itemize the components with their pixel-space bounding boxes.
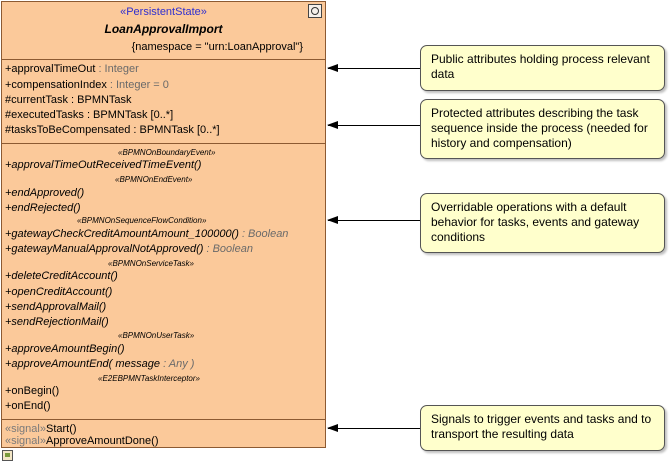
connector-arrow-operations	[327, 216, 420, 224]
operation-end-approved[interactable]: +endApproved()	[5, 187, 85, 199]
diagram-frame-icon	[2, 450, 13, 461]
operation-delete-credit-account[interactable]: +deleteCreditAccount()	[5, 270, 118, 282]
operation-approve-amount-end[interactable]: +approveAmountEnd( message : Any )	[5, 358, 194, 371]
connector-arrow-protected-attributes	[327, 121, 420, 129]
signal-name: ApproveAmountDone()	[45, 435, 159, 447]
attribute-name: #tasksToBeCompensated	[5, 124, 131, 136]
class-box-loan-approval-import[interactable]: «PersistentState» LoanApprovalImport {na…	[1, 1, 326, 448]
signal-row-start[interactable]: «signal»Start()	[5, 423, 77, 436]
class-element-icon	[308, 4, 322, 18]
signal-keyword: «signal»	[5, 423, 46, 435]
signal-row-approve-amount-done[interactable]: «signal»ApproveAmountDone()	[5, 435, 159, 448]
operation-open-credit-account[interactable]: +openCreditAccount()	[5, 286, 113, 298]
note-signals[interactable]: Signals to trigger events and tasks and …	[420, 405, 665, 451]
stereotype-boundary-event: «BPMNOnBoundaryEvent»	[118, 148, 216, 157]
attribute-row[interactable]: #tasksToBeCompensated : BPMNTask [0..*]	[5, 124, 220, 137]
class-name: LoanApprovalImport	[104, 22, 223, 36]
attribute-name: #executedTasks	[5, 109, 84, 121]
signal-name: Start()	[45, 423, 77, 435]
connector-arrow-public-attributes	[327, 64, 420, 72]
stereotype-user-task: «BPMNOnUserTask»	[118, 331, 195, 340]
attribute-name: #currentTask	[5, 94, 68, 106]
class-namespace: {namespace = "urn:LoanApproval"}	[131, 41, 303, 53]
operation-parameter-type: : Any )	[160, 358, 195, 370]
note-protected-attributes[interactable]: Protected attributes describing the task…	[420, 99, 665, 159]
attribute-row[interactable]: #currentTask : BPMNTask	[5, 94, 132, 107]
operation-return-type: : Boolean	[238, 228, 289, 240]
operation-name: +gatewayCheckCreditAmountAmount_100000()	[5, 228, 239, 240]
attribute-type: : Integer	[95, 63, 139, 75]
operation-name: +gatewayManualApprovalNotApproved()	[5, 243, 204, 255]
operation-gateway-manual-approval[interactable]: +gatewayManualApprovalNotApproved() : Bo…	[5, 243, 253, 256]
attribute-type: : BPMNTask [0..*]	[130, 124, 220, 136]
operation-name: +approveAmountEnd( message	[5, 358, 161, 370]
stereotype-end-event: «BPMNOnEndEvent»	[115, 175, 193, 184]
attribute-type: : Integer = 0	[106, 79, 169, 91]
attribute-row[interactable]: #executedTasks : BPMNTask [0..*]	[5, 109, 173, 122]
class-header: «PersistentState» LoanApprovalImport {na…	[2, 2, 325, 59]
operation-return-type: : Boolean	[203, 243, 253, 255]
divider-operations	[2, 143, 325, 144]
operation-gateway-check-credit[interactable]: +gatewayCheckCreditAmountAmount_100000()…	[5, 228, 288, 241]
attribute-row[interactable]: +approvalTimeOut : Integer	[5, 63, 139, 76]
attribute-type: : BPMNTask	[67, 94, 132, 106]
stereotype-sequence-flow-condition: «BPMNOnSequenceFlowCondition»	[77, 216, 207, 225]
divider-attributes	[2, 59, 325, 60]
operation-on-end[interactable]: +onEnd()	[5, 400, 51, 412]
note-operations[interactable]: Overridable operations with a default be…	[420, 193, 665, 253]
class-stereotype: «PersistentState»	[120, 6, 207, 18]
attribute-name: +compensationIndex	[5, 79, 107, 91]
signal-keyword: «signal»	[5, 435, 46, 447]
operation-send-approval-mail[interactable]: +sendApprovalMail()	[5, 301, 107, 313]
attribute-row[interactable]: +compensationIndex : Integer = 0	[5, 79, 169, 92]
operation-approval-timeout-received[interactable]: +approvalTimeOutReceivedTimeEvent()	[5, 159, 202, 171]
attribute-type: : BPMNTask [0..*]	[83, 109, 174, 121]
note-public-attributes[interactable]: Public attributes holding process releva…	[420, 45, 665, 91]
stereotype-task-interceptor: «E2EBPMNTaskInterceptor»	[98, 374, 200, 383]
attribute-name: +approvalTimeOut	[5, 63, 96, 75]
stereotype-service-task: «BPMNOnServiceTask»	[108, 259, 194, 268]
operation-send-rejection-mail[interactable]: +sendRejectionMail()	[5, 316, 109, 328]
divider-signals	[2, 419, 325, 420]
connector-arrow-signals	[327, 424, 420, 432]
operation-on-begin[interactable]: +onBegin()	[5, 385, 60, 397]
operation-end-rejected[interactable]: +endRejected()	[5, 202, 81, 214]
operation-approve-amount-begin[interactable]: +approveAmountBegin()	[5, 343, 125, 355]
